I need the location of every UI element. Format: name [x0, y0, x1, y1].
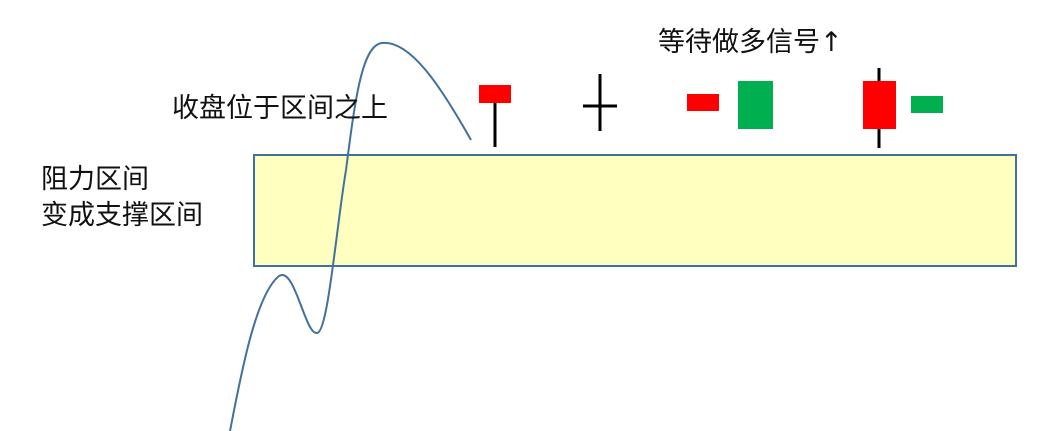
- candle-body: [687, 94, 719, 111]
- candle-big-green: [738, 81, 773, 129]
- candle-red-with-wicks: [863, 68, 896, 148]
- candle-hammer: [479, 85, 511, 147]
- price-path-curve: [229, 41, 472, 431]
- signal-text: 等待做多信号: [658, 27, 820, 58]
- signal-label: 等待做多信号↑: [658, 25, 843, 61]
- zone-label-line-1: 阻力区间: [41, 164, 149, 195]
- zone-label-line-2: 变成支撑区间: [41, 200, 203, 231]
- candle-small-green: [911, 96, 943, 113]
- candle-doji-cross: [583, 74, 617, 131]
- price-zone: [253, 154, 1017, 267]
- candle-body: [479, 85, 511, 103]
- close-above-label: 收盘位于区间之上: [172, 93, 388, 124]
- up-arrow-icon: ↑: [820, 27, 843, 58]
- candle-body: [863, 81, 896, 129]
- candle-small-red: [687, 94, 719, 111]
- zone-label: 阻力区间 变成支撑区间: [41, 162, 203, 234]
- candle-body: [738, 81, 773, 129]
- candle-body: [911, 96, 943, 113]
